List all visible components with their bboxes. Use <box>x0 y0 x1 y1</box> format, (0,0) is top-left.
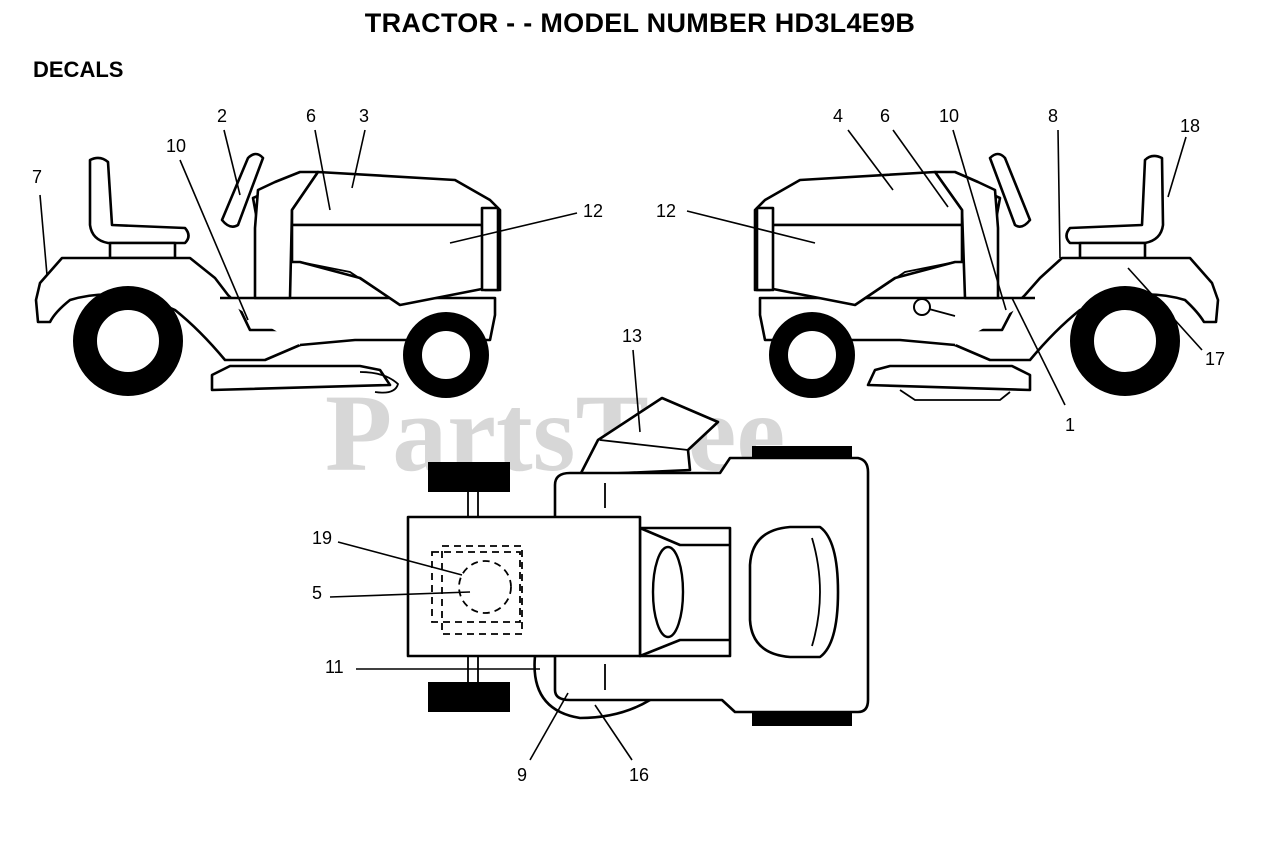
callout-top-5: 5 <box>312 583 322 603</box>
callout-top-9: 9 <box>517 765 527 785</box>
callout-right-6: 6 <box>880 106 890 126</box>
callout-right-4: 4 <box>833 106 843 126</box>
callout-left-2: 2 <box>217 106 227 126</box>
callout-right-10: 10 <box>939 106 959 126</box>
callout-left-6: 6 <box>306 106 316 126</box>
callout-right-8: 8 <box>1048 106 1058 126</box>
callout-top-11: 11 <box>325 657 344 677</box>
callout-left-10: 10 <box>166 136 186 156</box>
page-title: TRACTOR - - MODEL NUMBER HD3L4E9B <box>364 8 916 38</box>
tractor-right-view <box>753 152 1220 401</box>
callout-right-17: 17 <box>1205 349 1225 369</box>
callout-top-13: 13 <box>622 326 642 346</box>
callout-right-18: 18 <box>1180 116 1200 136</box>
callout-top-19: 19 <box>312 528 332 548</box>
callout-right-12: 12 <box>656 201 676 221</box>
callout-left-7: 7 <box>32 167 42 187</box>
callout-left-3: 3 <box>359 106 369 126</box>
tractor-top-view <box>406 396 870 726</box>
callout-left-12: 12 <box>583 201 603 221</box>
callout-top-16: 16 <box>629 765 649 785</box>
tractor-left-view <box>34 152 502 398</box>
callout-right-1: 1 <box>1065 415 1075 435</box>
section-heading: DECALS <box>33 57 124 82</box>
